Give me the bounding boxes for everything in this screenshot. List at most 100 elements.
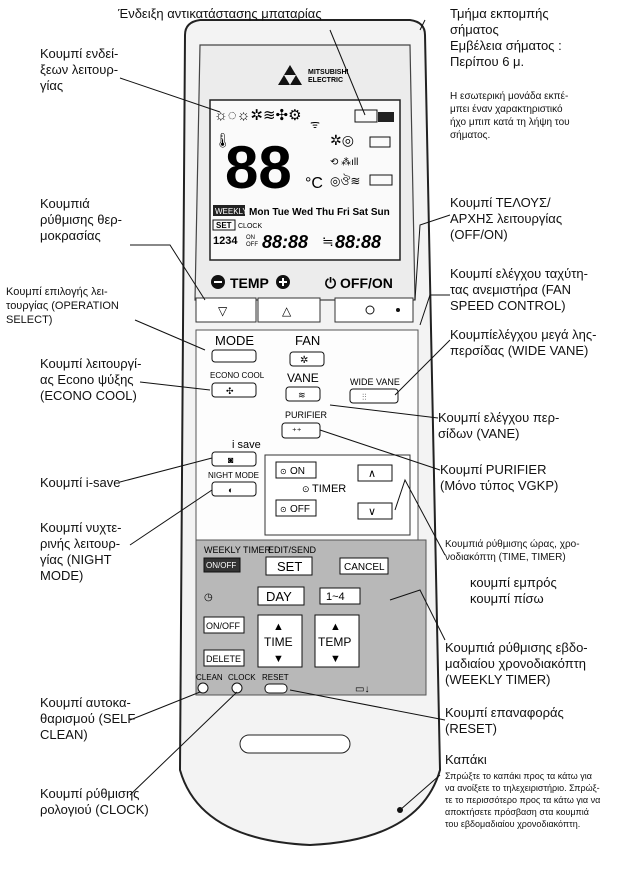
temp-label: TEMP (230, 275, 269, 291)
clock-label: CLOCK (228, 673, 256, 682)
signal-icon (378, 112, 394, 122)
label-clean: Κουμπί αυτοκα- θαρισμού (SELF CLEAN) (40, 695, 136, 742)
weekly-onoff-button[interactable] (203, 557, 241, 573)
timer-down-icon: ∨ (368, 506, 376, 518)
vane-indicator-icon (369, 136, 391, 148)
timer-off-button[interactable] (275, 499, 317, 517)
fan-button[interactable] (289, 351, 325, 367)
mode-label: MODE (215, 333, 254, 348)
range-button[interactable] (319, 587, 361, 605)
label-lid-desc: Σπρώξτε το καπάκι προς τα κάτω για να αν… (445, 771, 601, 829)
isave-button[interactable] (211, 451, 257, 467)
day-button[interactable] (257, 586, 305, 606)
night-mode-button[interactable] (211, 481, 257, 497)
night-label: NIGHT MODE (208, 471, 259, 480)
temp-button[interactable] (314, 614, 360, 668)
isave-label: i save (232, 439, 261, 451)
label-onoff: Κουμπί ΤΕΛΟΥΣ/ ΑΡΧΗΣ λειτουργίας (OFF/ON… (450, 195, 563, 242)
timer-down-button[interactable] (357, 502, 393, 520)
offon-label: OFF/ON (340, 275, 393, 291)
reset-label: RESET (262, 673, 289, 682)
brand-line1: MITSUBISHI (308, 69, 349, 76)
power-icon: ⏻ (325, 275, 336, 291)
battery-indicator-icon (354, 109, 378, 123)
vane-icon: ≋ (298, 390, 306, 400)
timer-up-icon: ∧ (368, 468, 376, 480)
timer-icon: ⊙ (302, 484, 310, 494)
lcd-temperature: 88 (225, 134, 292, 201)
lcd-clock-tag: CLOCK (238, 223, 262, 230)
widevane-button[interactable] (349, 388, 399, 404)
temp-down-button[interactable] (195, 297, 257, 323)
temp-up-button[interactable] (257, 297, 321, 323)
purifier-label: PURIFIER (285, 410, 328, 420)
lcd-weekly-tag: WEEKLY (215, 207, 248, 216)
time-button[interactable] (257, 614, 303, 668)
label-clock: Κουμπί ρύθμισης ρολογιού (CLOCK) (40, 786, 149, 817)
label-battery: Ένδειξη αντικατάστασης μπαταρίας (118, 6, 322, 21)
clean-button[interactable] (197, 682, 209, 694)
timer-off-label: OFF (290, 504, 310, 515)
lcd-time-2: 88:88 (335, 232, 381, 252)
set-label: SET (277, 559, 302, 574)
label-opsel: Κουμπί επιλογής λει- τουργίας (OPERATION… (6, 286, 119, 326)
temp2-label: TEMP (318, 635, 351, 649)
wifi-icon: ᯤ (310, 119, 320, 131)
up-arrow-icon: △ (282, 304, 292, 318)
fan-indicator-icon: ✲◎ (330, 132, 354, 148)
widevane-indicator-icon (369, 174, 393, 186)
weekly-timer-label: WEEKLY TIMER (204, 545, 272, 555)
label-purifier: Κουμπί PURIFIER (Μόνο τύπος VGKP) (440, 462, 559, 493)
fan-icon: ✲ (300, 355, 308, 366)
weekly-onoff-label: ON/OFF (206, 561, 236, 570)
timer-on-icon: ⊙ (280, 467, 287, 476)
remote-control: MITSUBISHI ELECTRIC ☼◌☼✲≋✣⚙ 🌡 88 °C ᯤ ✲◎… (178, 19, 442, 847)
weekly-tag-bg (213, 205, 245, 216)
timer-up-button[interactable] (357, 464, 393, 482)
label-econo: Κουμπί λειτουργί- ας Econo ψύξης (ECONO … (40, 356, 142, 403)
thermometer-icon: 🌡 (214, 132, 232, 148)
timer-on-button[interactable] (275, 461, 317, 479)
cancel-button[interactable] (339, 557, 389, 575)
label-isave: Κουμπί i-save (40, 475, 121, 490)
label-reset: Κουμπί επαναφοράς (RESET) (445, 705, 564, 736)
lcd-display (209, 99, 401, 261)
lid-handle[interactable] (239, 734, 351, 754)
econo-indicator-icon: ◎ঔ≋ (330, 174, 360, 188)
lcd-off-tag: OFF (246, 242, 258, 248)
set-button[interactable] (265, 556, 313, 576)
lcd-time-1: 88:88 (262, 232, 308, 252)
clock-button[interactable] (231, 682, 243, 694)
time-up-icon: ▲ (273, 621, 284, 633)
isave-indicator-icon: ⟲ ⁂ıll (330, 157, 358, 168)
mode-button[interactable] (211, 349, 257, 363)
lcd-days: Mon Tue Wed Thu Fri Sat Sun (249, 207, 390, 218)
delete-button[interactable] (203, 649, 245, 667)
lcd-separator: ≒ (322, 233, 334, 249)
on-off-button[interactable] (203, 616, 245, 634)
lcd-on-tag: ON (246, 235, 255, 241)
label-signal-desc: Η εσωτερική μονάδα εκπέ- μπει έναν χαρακ… (450, 91, 570, 141)
label-night: Κουμπί νυχτε- ρινής λειτουρ- γίας (NIGHT… (40, 520, 122, 583)
temp-down-icon: ▼ (330, 653, 341, 665)
leader-lines (119, 19, 451, 811)
clock-icon: ◷ (204, 592, 213, 603)
time-label: TIME (264, 635, 293, 649)
on-off-label: ON/OFF (206, 621, 240, 631)
clean-label: CLEAN (196, 673, 223, 682)
battery-icon: ▭↓ (355, 684, 369, 695)
night-icon: ◐ (228, 485, 233, 495)
label-weekly: Κουμπιά ρύθμισης εβδο- μαδιαίου χρονοδια… (445, 640, 588, 687)
temp-up-icon: ▲ (330, 621, 341, 633)
label-lid: Καπάκι (445, 752, 487, 767)
brand-line2: ELECTRIC (308, 77, 343, 84)
mitsubishi-logo-icon (278, 65, 302, 85)
delete-label: DELETE (206, 654, 241, 664)
reset-button[interactable] (264, 683, 288, 694)
econo-cool-button[interactable] (211, 382, 257, 398)
isave-icon: ◙ (228, 455, 234, 465)
cancel-label: CANCEL (344, 562, 385, 573)
widevane-label: WIDE VANE (350, 377, 400, 387)
vane-button[interactable] (285, 386, 321, 402)
day-label: DAY (266, 589, 292, 604)
